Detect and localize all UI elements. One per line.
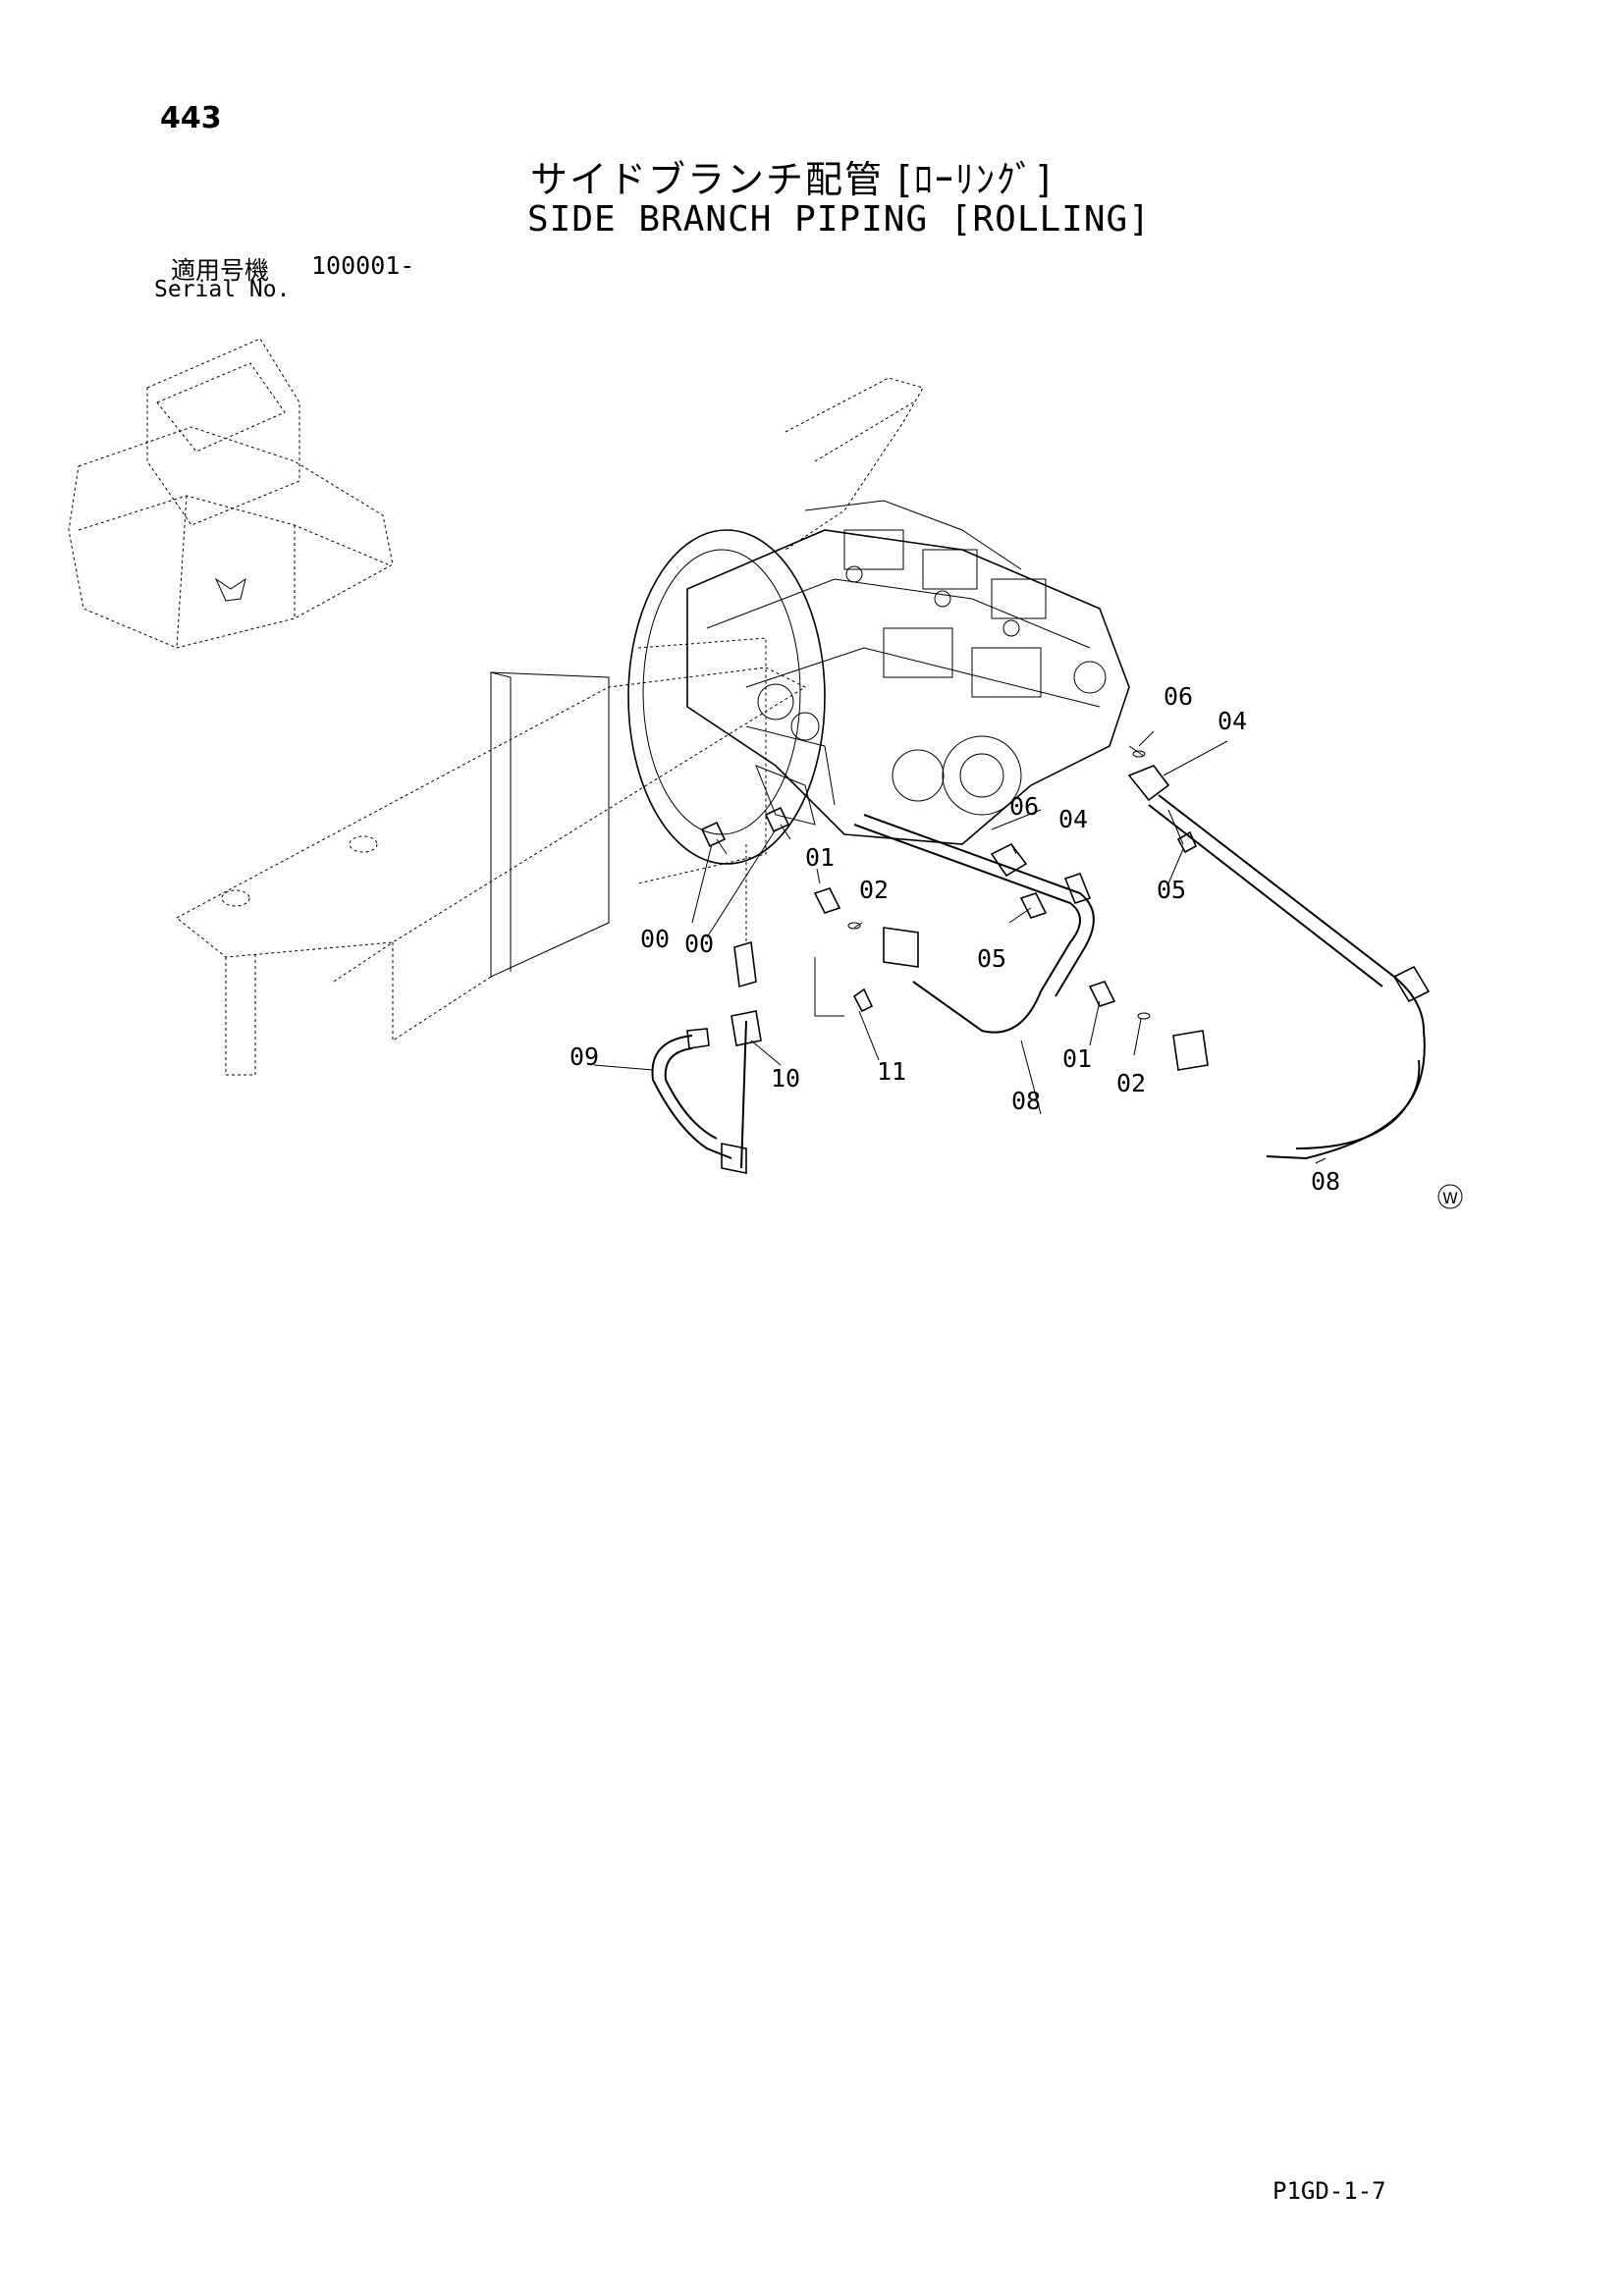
serial-number-value: 100001- (311, 251, 415, 280)
excavator-thumbnail-icon (68, 338, 394, 649)
callout-06-upper: 06 (1164, 682, 1193, 711)
serial-label-english: Serial No. (154, 277, 291, 302)
callout-11: 11 (877, 1057, 906, 1086)
page-title-japanese: サイドブランチ配管 [ﾛｰﾘﾝｸﾞ] (530, 158, 1053, 201)
callout-02-left: 02 (859, 876, 889, 904)
callout-09: 09 (569, 1042, 599, 1071)
callout-02-right: 02 (1116, 1069, 1146, 1097)
watermark-w-icon: W (1437, 1184, 1463, 1209)
callout-01-right: 01 (1062, 1044, 1092, 1073)
page-title-english: SIDE BRANCH PIPING [ROLLING] (527, 199, 1151, 240)
footer-page-code: P1GD-1-7 (1272, 2177, 1386, 2205)
upper-right-hose-assembly (1127, 745, 1431, 1160)
middle-hose-assembly (813, 814, 1209, 1071)
callout-08-right: 08 (1311, 1167, 1340, 1196)
leader-lines (593, 730, 1326, 1164)
lower-left-hose-assembly (651, 844, 762, 1174)
callout-labels: 06 04 06 04 05 01 02 05 00 00 09 10 11 0… (569, 682, 1340, 1196)
hydraulic-pump-assembly (627, 500, 1130, 865)
callout-04-middle: 04 (1058, 805, 1088, 833)
callout-04-upper: 04 (1218, 707, 1247, 735)
callout-00-left: 00 (640, 925, 670, 953)
page-number: 443 (160, 101, 222, 135)
callout-06-middle: 06 (1009, 792, 1039, 821)
frame-beam (176, 637, 807, 1076)
callout-10: 10 (771, 1064, 800, 1093)
transmission-arm (785, 377, 924, 551)
mounting-bolts (700, 806, 791, 855)
callout-05-middle: 05 (977, 944, 1006, 973)
callout-05-upper: 05 (1157, 876, 1186, 904)
callout-08-middle: 08 (1011, 1087, 1041, 1115)
serial-label-japanese: 適用号機 (171, 256, 270, 285)
svg-text:W: W (1442, 1189, 1458, 1207)
callout-00-right: 00 (684, 930, 714, 958)
callout-01-left: 01 (805, 843, 835, 872)
